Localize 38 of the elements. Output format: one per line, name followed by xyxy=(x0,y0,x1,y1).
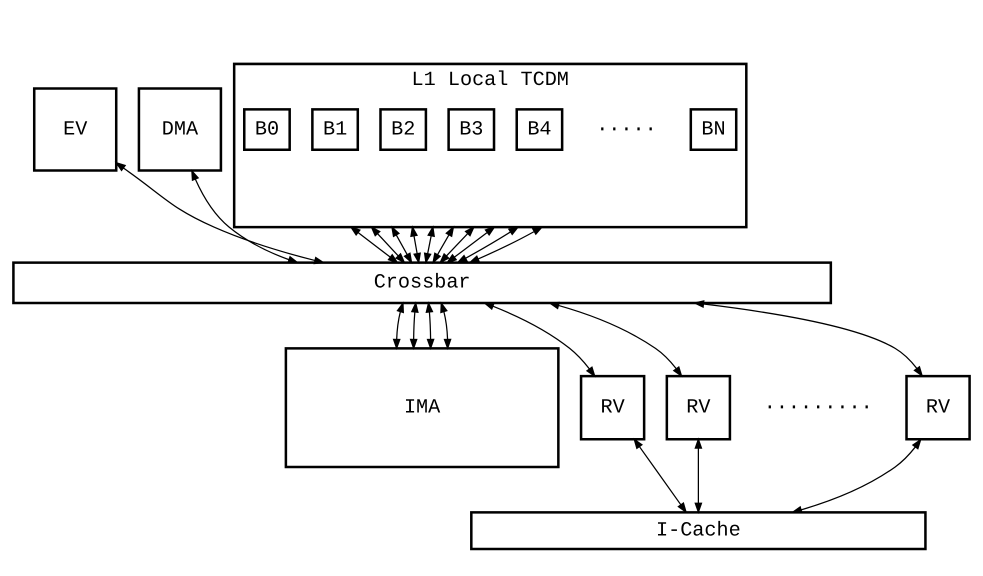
arrow xyxy=(392,301,404,350)
arrow xyxy=(694,437,702,514)
arrow xyxy=(468,226,544,264)
arrow xyxy=(692,300,924,378)
arrow xyxy=(114,162,326,264)
arrow xyxy=(548,302,683,378)
arrow xyxy=(432,225,454,264)
arrow xyxy=(370,226,406,264)
node-box: B0 xyxy=(243,108,291,151)
arrow xyxy=(424,225,435,264)
arrow xyxy=(790,438,922,514)
label: ····· xyxy=(596,118,657,142)
node-box: BN xyxy=(690,108,738,151)
arrow xyxy=(446,226,496,264)
node-box: EV xyxy=(32,87,118,172)
arrow xyxy=(633,438,688,514)
label: ········· xyxy=(764,396,873,420)
node-box: B2 xyxy=(379,108,428,151)
node-box: RV xyxy=(580,374,646,440)
node-box: B1 xyxy=(311,108,360,151)
arrow xyxy=(482,302,596,378)
node-box: RV xyxy=(905,374,971,440)
arrow xyxy=(456,226,520,264)
arrow xyxy=(440,301,452,350)
node-box: RV xyxy=(666,374,732,440)
arrow xyxy=(410,225,421,264)
arrow xyxy=(410,301,419,350)
node-box: I-Cache xyxy=(470,511,927,550)
node-box: IMA xyxy=(284,347,560,468)
arrow xyxy=(438,226,476,264)
node-box: B3 xyxy=(447,108,496,151)
arrow xyxy=(391,225,412,264)
arrow xyxy=(349,226,399,264)
node-box: B4 xyxy=(515,108,564,151)
arrow xyxy=(191,169,300,264)
node-box: DMA xyxy=(138,87,222,172)
node-box: Crossbar xyxy=(12,261,832,304)
arrow xyxy=(426,301,435,350)
